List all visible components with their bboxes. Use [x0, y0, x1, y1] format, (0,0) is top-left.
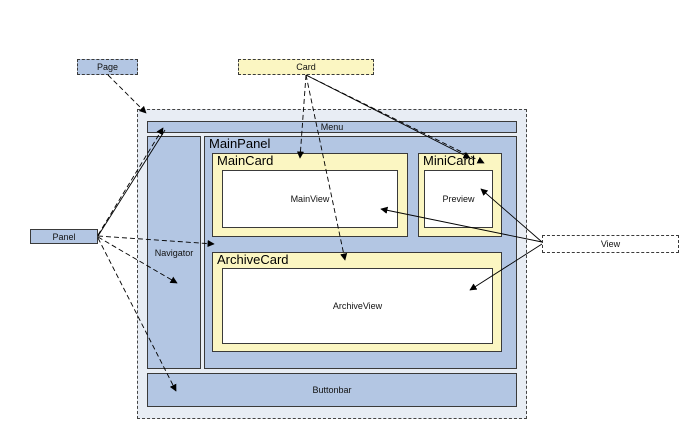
legend-view: View — [542, 235, 679, 253]
archive-view-label: ArchiveView — [332, 301, 383, 311]
arrow-page-to-frame — [107, 74, 147, 114]
main-view-label: MainView — [290, 194, 330, 204]
menu-label: Menu — [320, 122, 344, 132]
main-view: MainView — [222, 170, 398, 228]
navigator-label: Navigator — [154, 247, 194, 258]
legend-page: Page — [77, 59, 138, 75]
legend-card-label: Card — [296, 62, 316, 72]
navigator-panel: Navigator — [147, 136, 201, 369]
archive-card-title: ArchiveCard — [217, 252, 289, 267]
preview-label: Preview — [442, 194, 475, 204]
archive-view: ArchiveView — [222, 268, 493, 344]
preview-view: Preview — [424, 170, 493, 228]
mini-card-title: MiniCard — [423, 153, 476, 168]
buttonbar: Buttonbar — [147, 373, 517, 407]
legend-card: Card — [238, 59, 374, 75]
legend-page-label: Page — [96, 62, 119, 72]
buttonbar-label: Buttonbar — [312, 385, 352, 395]
legend-panel: Panel — [30, 229, 98, 244]
main-card-title: MainCard — [217, 153, 274, 168]
main-panel-title: MainPanel — [209, 136, 271, 151]
menu-bar: Menu — [147, 121, 517, 133]
legend-view-label: View — [600, 239, 621, 249]
legend-panel-label: Panel — [52, 231, 76, 242]
